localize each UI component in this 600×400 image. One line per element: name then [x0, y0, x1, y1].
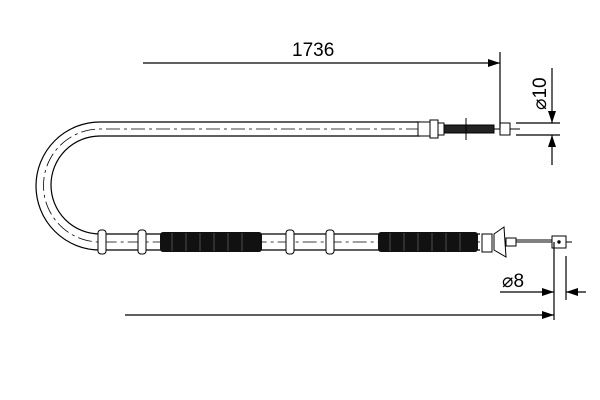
bottom-diameter-label: ⌀8 [502, 271, 524, 292]
top-end-fitting [417, 118, 520, 140]
protective-sleeves [160, 232, 478, 252]
length-dimension-label: 1736 [292, 40, 334, 61]
dimension-lines [125, 52, 586, 320]
bottom-end-fitting [481, 226, 572, 258]
cable-clips [97, 229, 335, 255]
top-diameter-label: ⌀10 [530, 77, 551, 110]
